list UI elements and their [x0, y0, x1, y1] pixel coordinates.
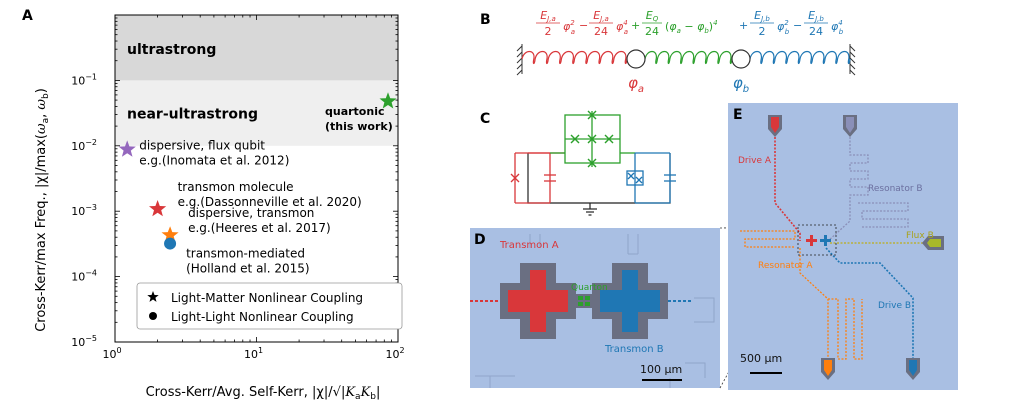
drive-a-line [768, 115, 801, 241]
point-annotation: quartonic [325, 105, 385, 118]
tick-label: 10−2 [71, 138, 97, 153]
transmon-a-circuit [510, 152, 565, 204]
phi-b-label: φb [733, 74, 749, 95]
point-annotation: transmon-mediated [186, 247, 305, 261]
svg-text:EJ,b: EJ,b [754, 9, 770, 23]
svg-text:−: − [793, 19, 802, 32]
quarton-circuit [550, 110, 635, 168]
tick-label: 10−1 [71, 72, 97, 87]
flux-b-line [830, 236, 944, 250]
panel-d-micrograph: D Transmon A Quarton Transmon B 100 μm [470, 228, 720, 388]
svg-text:24: 24 [809, 25, 823, 38]
svg-text:2: 2 [759, 25, 766, 38]
legend-label: Light-Matter Nonlinear Coupling [171, 291, 363, 305]
ground-wire [527, 153, 671, 216]
data-point-star-2 [149, 200, 167, 217]
x-axis-label: Cross-Kerr/Avg. Self-Kerr, |χ|/√|KaKb| [146, 385, 381, 402]
label-transmon-b: Transmon B [604, 344, 664, 355]
region-0 [115, 15, 398, 81]
legend-marker-star [147, 291, 159, 302]
panel-c-circuit: C [480, 110, 676, 216]
chip-transmons [806, 235, 831, 246]
transmon-b-pad [592, 263, 668, 339]
legend-box [136, 282, 403, 330]
spring-blue [749, 50, 851, 65]
label-drive-b: Drive B [878, 301, 911, 311]
svg-text:φ2b: φ2b [777, 19, 790, 36]
quarton-junction [576, 294, 592, 308]
svg-text:+: + [631, 19, 640, 32]
point-annotation: transmon molecule [178, 180, 294, 194]
legend-label: Light-Light Nonlinear Coupling [171, 310, 354, 324]
chart-plot-area: ultrastrong near-ultrastrong 100 101 102 10−5… [71, 14, 405, 361]
mass-b [731, 49, 751, 69]
data-point-star-1 [118, 140, 136, 157]
svg-text:EJ,a: EJ,a [540, 9, 556, 23]
tick-label: 10−4 [71, 269, 97, 284]
svg-text:24: 24 [594, 25, 608, 38]
tick-label: 10−3 [71, 203, 97, 218]
resonator-b-line [827, 115, 909, 242]
svg-text:(φa − φb)4: (φa − φb)4 [665, 19, 718, 35]
zoom-box [797, 224, 837, 256]
panel-e-letter: E [733, 107, 743, 123]
phi-a-label: φa [628, 74, 644, 95]
label-flux-b: Flux B [906, 231, 934, 241]
point-annotation: (this work) [325, 120, 393, 133]
point-annotation: (Holland et al. 2015) [186, 262, 310, 276]
point-annotation: dispersive, transmon [188, 206, 314, 220]
svg-text:EJ,b: EJ,b [808, 9, 824, 23]
panel-e-chip: E Drive A Resonator B Flux B Resonator A… [728, 103, 958, 390]
svg-text:+: + [739, 19, 748, 32]
scale-label-e: 500 μm [740, 352, 782, 365]
point-annotation: e.g.(Dassonneville et al. 2020) [178, 195, 362, 209]
svg-text:EQ: EQ [646, 9, 659, 23]
label-transmon-a: Transmon A [499, 240, 559, 251]
tick-label: 102 [385, 346, 404, 361]
label-resonator-a: Resonator A [758, 261, 813, 271]
svg-text:φ2a: φ2a [563, 19, 575, 36]
point-annotation: dispersive, flux qubit [139, 138, 265, 152]
spring-green [644, 50, 733, 65]
right-wall [849, 44, 856, 76]
tick-label: 100 [102, 346, 121, 361]
resonator-a-line [740, 230, 863, 380]
transmon-a-pad [500, 263, 576, 339]
svg-text:EJ,a: EJ,a [593, 9, 609, 23]
data-point-circle-4 [164, 237, 177, 250]
panel-d-letter: D [474, 232, 486, 248]
panel-c-letter: C [480, 111, 490, 127]
svg-text:φ4b: φ4b [831, 19, 844, 36]
point-annotation: e.g.(Inomata et al. 2012) [139, 153, 289, 167]
legend-marker-circle [149, 312, 157, 320]
panel-a-chart: A ultrastrong near-ultrastrong 100 101 102 10… [22, 8, 405, 402]
svg-text:2: 2 [545, 25, 552, 38]
spring-red [521, 50, 628, 65]
point-annotation: e.g.(Heeres et al. 2017) [188, 221, 331, 235]
data-point-star-0 [379, 92, 397, 109]
svg-text:−: − [579, 19, 588, 32]
region-label-ultrastrong: ultrastrong [127, 42, 216, 58]
mass-a [626, 49, 646, 69]
panel-a-letter: A [22, 8, 33, 24]
label-quarton: Quarton [571, 283, 608, 293]
region-label-near-ultrastrong: near-ultrastrong [127, 107, 258, 123]
transmon-b-circuit [626, 152, 676, 204]
data-point-star-3 [161, 226, 179, 243]
label-drive-a: Drive A [738, 156, 772, 166]
scale-label-d: 100 μm [640, 363, 682, 376]
region-1 [115, 80, 398, 146]
svg-text:φ4a: φ4a [616, 19, 628, 36]
panel-b-letter: B [480, 12, 491, 28]
svg-text:24: 24 [645, 25, 659, 38]
drive-b-line [825, 247, 920, 380]
tick-label: 10−5 [71, 334, 97, 349]
tick-label: 101 [244, 346, 263, 361]
left-wall [516, 44, 523, 76]
label-resonator-b: Resonator B [868, 184, 923, 194]
y-axis-label: Cross-Kerr/max Freq., |χ|/max(ωa, ωb) [34, 88, 51, 332]
